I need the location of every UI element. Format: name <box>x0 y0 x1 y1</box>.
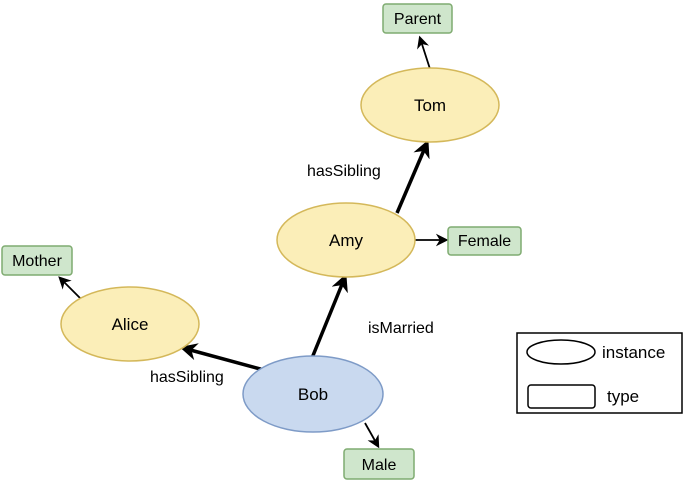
edge-alice-mother <box>58 276 81 299</box>
node-bob-shape <box>242 355 384 433</box>
legend-type-label: type <box>607 387 639 406</box>
edge-bob-amy <box>310 273 348 359</box>
node-tom[interactable]: Tom <box>360 67 500 143</box>
type-parent-label: Parent <box>394 11 442 28</box>
node-amy-label: Amy <box>329 231 364 250</box>
edge-label-bob-alice: hasSibling <box>150 369 224 386</box>
edge-amy-tom <box>395 139 430 214</box>
edge-label-amy-tom: hasSibling <box>307 163 381 180</box>
edges <box>58 35 449 449</box>
edge-bob-alice <box>179 343 265 372</box>
type-male-shape <box>343 448 415 480</box>
type-female[interactable]: Female <box>447 226 522 256</box>
legend-instance-icon <box>526 339 596 365</box>
node-bob[interactable]: Bob <box>242 355 384 433</box>
node-bob-label: Bob <box>298 385 328 404</box>
type-mother-label: Mother <box>12 253 62 270</box>
legend-type-icon <box>527 384 596 409</box>
edge-label-bob-amy: isMarried <box>368 320 434 337</box>
type-mother[interactable]: Mother <box>1 245 73 276</box>
edge-tom-parent <box>417 35 431 70</box>
type-female-shape <box>447 226 522 256</box>
node-alice[interactable]: Alice <box>60 286 200 362</box>
type-male[interactable]: Male <box>343 448 415 480</box>
type-mother-shape <box>1 245 73 276</box>
node-alice-shape <box>60 286 200 362</box>
legend-instance-label: instance <box>602 343 665 362</box>
type-parent-shape <box>382 3 453 34</box>
legend: instance type <box>516 332 683 414</box>
node-amy[interactable]: Amy <box>276 202 416 278</box>
type-parent[interactable]: Parent <box>382 3 453 34</box>
node-tom-label: Tom <box>414 96 446 115</box>
type-male-label: Male <box>362 457 397 474</box>
node-tom-shape <box>360 67 500 143</box>
node-alice-label: Alice <box>112 315 149 334</box>
edge-bob-male <box>364 422 380 449</box>
node-amy-shape <box>276 202 416 278</box>
type-female-label: Female <box>458 233 511 250</box>
